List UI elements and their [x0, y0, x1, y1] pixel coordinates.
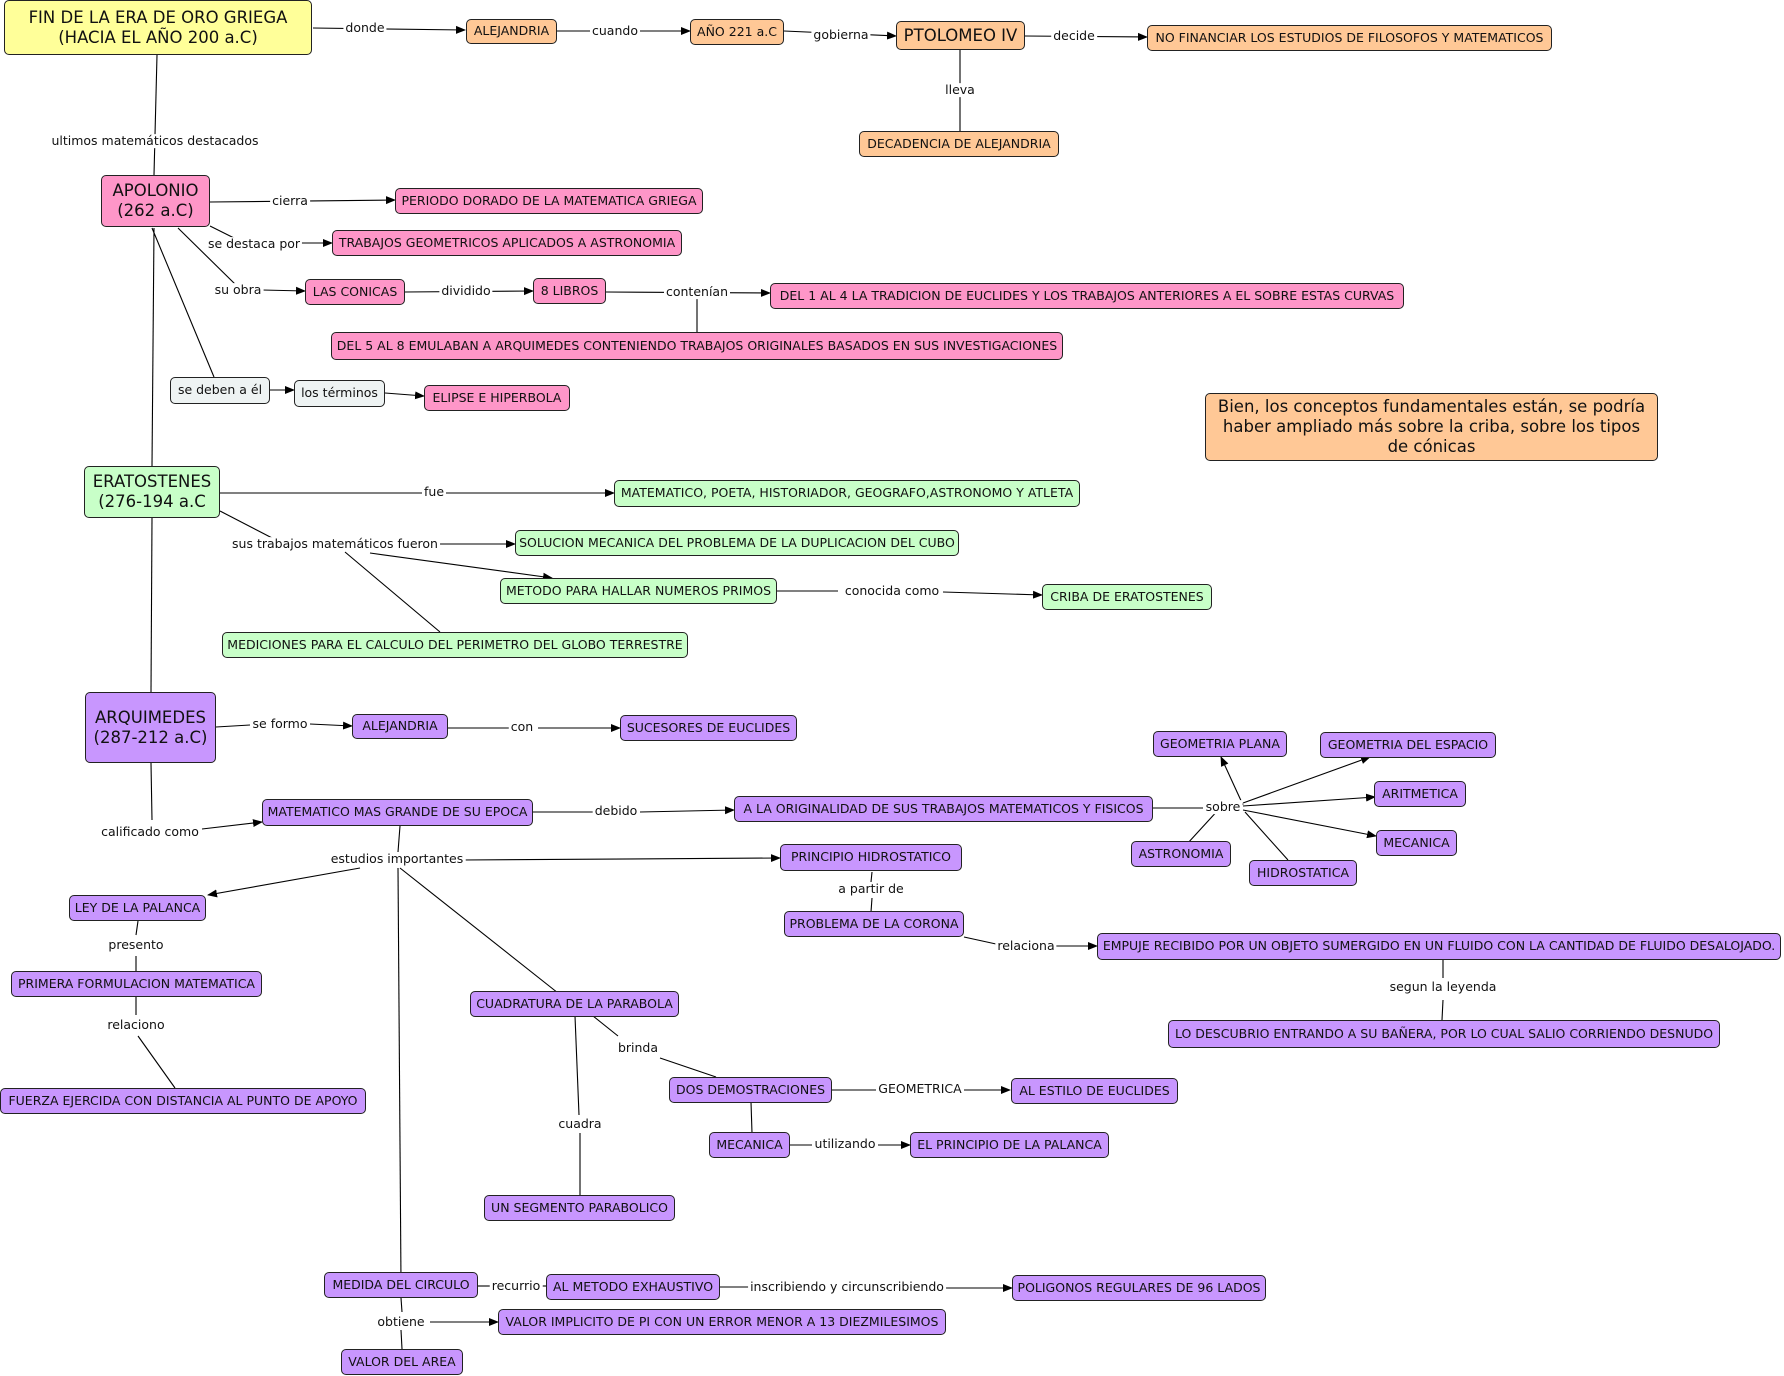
node-segmento-parabolico[interactable]: UN SEGMENTO PARABOLICO	[484, 1195, 675, 1221]
node-alejandria-arquimedes[interactable]: ALEJANDRIA	[352, 714, 448, 739]
node-mecanica-sobre[interactable]: MECANICA	[1376, 830, 1457, 856]
node-matematico-mas-grande[interactable]: MATEMATICO MAS GRANDE DE SU EPOCA	[262, 799, 533, 826]
label-se-formo: se formo	[250, 716, 310, 732]
label-debido: debido	[592, 803, 640, 819]
node-geometria-espacio[interactable]: GEOMETRIA DEL ESPACIO	[1320, 732, 1496, 758]
label-obtiene: obtiene	[375, 1314, 427, 1330]
node-periodo-dorado[interactable]: PERIODO DORADO DE LA MATEMATICA GRIEGA	[395, 188, 703, 214]
label-su-obra: su obra	[212, 282, 264, 298]
label-relaciono: relaciono	[105, 1017, 167, 1033]
node-problema-corona[interactable]: PROBLEMA DE LA CORONA	[784, 911, 964, 937]
label-cuando: cuando	[590, 23, 640, 39]
label-cierra: cierra	[270, 193, 310, 209]
node-no-financiar[interactable]: NO FINANCIAR LOS ESTUDIOS DE FILOSOFOS Y…	[1147, 25, 1552, 51]
node-elipse-hiperbola[interactable]: ELIPSE E HIPERBOLA	[424, 385, 570, 411]
node-dos-demostraciones[interactable]: DOS DEMOSTRACIONES	[669, 1077, 832, 1103]
node-sucesores-euclides[interactable]: SUCESORES DE EUCLIDES	[620, 715, 797, 741]
label-gobierna: gobierna	[811, 27, 871, 43]
node-primera-formulacion[interactable]: PRIMERA FORMULACION MATEMATICA	[11, 971, 262, 997]
node-decadencia[interactable]: DECADENCIA DE ALEJANDRIA	[859, 131, 1059, 157]
node-ptolomeo-iv[interactable]: PTOLOMEO IV	[896, 21, 1025, 50]
label-segun-la-leyenda: segun la leyenda	[1387, 979, 1499, 995]
node-estilo-euclides[interactable]: AL ESTILO DE EUCLIDES	[1011, 1078, 1178, 1104]
label-contenian: contenían	[663, 284, 731, 300]
node-del-5-al-8[interactable]: DEL 5 AL 8 EMULABAN A ARQUIMEDES CONTENI…	[331, 332, 1063, 360]
node-metodo-exhaustivo[interactable]: AL METODO EXHAUSTIVO	[546, 1274, 720, 1300]
node-banera[interactable]: LO DESCUBRIO ENTRANDO A SU BAÑERA, POR L…	[1168, 1020, 1720, 1048]
node-metodo-primos[interactable]: METODO PARA HALLAR NUMEROS PRIMOS	[500, 578, 777, 604]
label-relaciona: relaciona	[995, 938, 1057, 954]
label-conocida-como: conocida como	[842, 583, 942, 599]
label-utilizando: utilizando	[812, 1136, 878, 1152]
node-alejandria-top[interactable]: ALEJANDRIA	[466, 19, 557, 44]
node-principio-hidrostatico[interactable]: PRINCIPIO HIDROSTATICO	[780, 844, 962, 871]
label-con: con	[508, 719, 536, 735]
node-los-terminos[interactable]: los términos	[294, 380, 385, 407]
node-originalidad[interactable]: A LA ORIGINALIDAD DE SUS TRABAJOS MATEMA…	[734, 796, 1153, 822]
node-fin-era-oro[interactable]: FIN DE LA ERA DE ORO GRIEGA (HACIA EL AÑ…	[4, 0, 312, 55]
label-a-partir-de: a partir de	[836, 881, 906, 897]
label-fue: fue	[421, 484, 447, 500]
label-recurrio: recurrio	[489, 1278, 543, 1294]
node-valor-area[interactable]: VALOR DEL AREA	[341, 1349, 463, 1375]
label-sobre: sobre	[1203, 799, 1243, 815]
label-ultimos-matematicos: ultimos matemáticos destacados	[49, 133, 261, 149]
node-empuje[interactable]: EMPUJE RECIBIDO POR UN OBJETO SUMERGIDO …	[1097, 933, 1781, 960]
node-valor-pi[interactable]: VALOR IMPLICITO DE PI CON UN ERROR MENOR…	[498, 1309, 946, 1335]
node-matematico-poeta[interactable]: MATEMATICO, POETA, HISTORIADOR, GEOGRAFO…	[614, 480, 1080, 507]
node-se-deben-a-el[interactable]: se deben a él	[170, 377, 270, 404]
label-dividido: dividido	[439, 283, 493, 299]
node-las-conicas[interactable]: LAS CONICAS	[305, 279, 405, 305]
label-decide: decide	[1051, 28, 1097, 44]
label-presento: presento	[106, 937, 166, 953]
label-calificado-como: calificado como	[99, 824, 201, 840]
review-comment[interactable]: Bien, los conceptos fundamentales están,…	[1205, 393, 1658, 461]
node-fuerza-ejercida[interactable]: FUERZA EJERCIDA CON DISTANCIA AL PUNTO D…	[0, 1088, 366, 1114]
node-eratostenes[interactable]: ERATOSTENES (276-194 a.C	[84, 466, 220, 518]
label-geometrica: GEOMETRICA	[876, 1081, 964, 1097]
node-trabajos-geometricos[interactable]: TRABAJOS GEOMETRICOS APLICADOS A ASTRONO…	[332, 230, 682, 256]
label-donde: donde	[343, 20, 387, 36]
node-cuadratura-parabola[interactable]: CUADRATURA DE LA PARABOLA	[470, 991, 679, 1017]
node-principio-palanca[interactable]: EL PRINCIPIO DE LA PALANCA	[910, 1132, 1109, 1158]
label-inscribiendo: inscribiendo y circunscribiendo	[748, 1279, 946, 1295]
label-estudios-importantes: estudios importantes	[328, 851, 466, 867]
node-medida-circulo[interactable]: MEDIDA DEL CIRCULO	[324, 1272, 478, 1298]
node-mediciones[interactable]: MEDICIONES PARA EL CALCULO DEL PERIMETRO…	[222, 632, 688, 658]
node-ley-palanca[interactable]: LEY DE LA PALANCA	[69, 895, 206, 921]
node-8-libros[interactable]: 8 LIBROS	[533, 278, 606, 304]
node-criba[interactable]: CRIBA DE ERATOSTENES	[1042, 584, 1212, 610]
label-lleva: lleva	[943, 82, 977, 98]
node-solucion-mecanica[interactable]: SOLUCION MECANICA DEL PROBLEMA DE LA DUP…	[515, 530, 959, 556]
node-arquimedes[interactable]: ARQUIMEDES (287-212 a.C)	[85, 692, 216, 763]
node-mecanica-demostracion[interactable]: MECANICA	[709, 1132, 790, 1158]
node-apolonio[interactable]: APOLONIO (262 a.C)	[101, 175, 210, 227]
node-aritmetica[interactable]: ARITMETICA	[1374, 781, 1466, 807]
label-sus-trabajos: sus trabajos matemáticos fueron	[230, 536, 440, 552]
node-del-1-al-4[interactable]: DEL 1 AL 4 LA TRADICION DE EUCLIDES Y LO…	[770, 283, 1404, 309]
node-astronomia[interactable]: ASTRONOMIA	[1131, 841, 1231, 867]
node-hidrostatica[interactable]: HIDROSTATICA	[1249, 860, 1357, 886]
label-brinda: brinda	[615, 1040, 661, 1056]
label-se-destaca-por: se destaca por	[205, 236, 303, 252]
label-cuadra: cuadra	[556, 1116, 604, 1132]
node-geometria-plana[interactable]: GEOMETRIA PLANA	[1153, 731, 1287, 757]
node-poligonos[interactable]: POLIGONOS REGULARES DE 96 LADOS	[1012, 1275, 1266, 1301]
node-ano-221[interactable]: AÑO 221 a.C	[690, 19, 784, 45]
